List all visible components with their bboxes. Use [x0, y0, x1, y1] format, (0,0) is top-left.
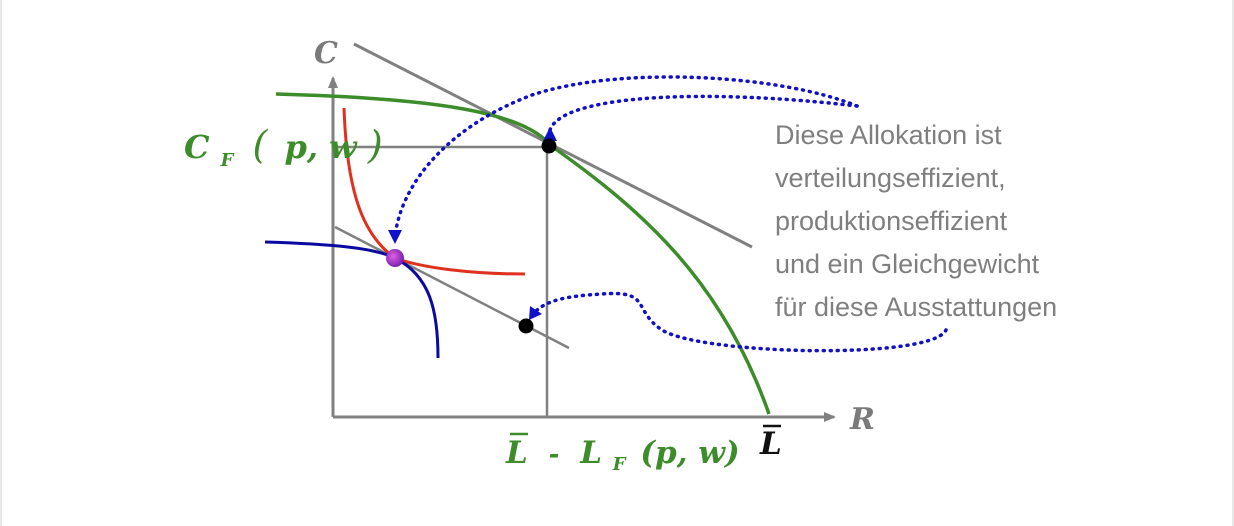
lbar-minus-lf-label: L - L F (p, w)	[505, 435, 740, 478]
note-line-2: verteilungseffizient,	[775, 163, 1006, 193]
x-axis-label: R	[849, 402, 875, 437]
lbar-letter: L	[505, 435, 528, 471]
tangency-point	[541, 138, 557, 154]
arrowhead-endowment-icon	[529, 306, 542, 320]
blue-indifference-curve	[264, 240, 440, 359]
dotted-arrow-to-red-blue	[393, 75, 859, 238]
lower-price-line	[334, 225, 570, 350]
arrowhead-tangency-icon	[543, 127, 557, 141]
lf-main: L	[579, 435, 602, 471]
cf-subscript: F	[220, 150, 235, 171]
endowment-point	[518, 318, 534, 334]
y-axis-label: C	[314, 36, 338, 71]
arrowhead-red-blue-icon	[388, 230, 402, 244]
cf-args: p, w	[285, 128, 359, 166]
equilibrium-point	[386, 249, 404, 267]
note-line-1: Diese Allokation ist	[775, 120, 1002, 150]
note-line-4: und ein Gleichgewicht	[775, 249, 1040, 279]
minus-sign: -	[549, 440, 560, 470]
note-line-5: für diese Ausstattungen	[775, 292, 1057, 322]
note-line-3: produktionseffizient	[775, 206, 1008, 236]
lf-subscript: F	[612, 454, 627, 475]
lf-args: (p, w)	[640, 435, 739, 471]
cf-main: C	[184, 128, 210, 166]
dotted-arrow-to-endowment	[533, 291, 948, 353]
cf-close-paren: )	[367, 123, 383, 167]
lbar-right-label: L	[759, 426, 782, 462]
cf-open-paren: (	[253, 123, 269, 167]
cf-label: C F ( p, w )	[184, 123, 383, 174]
